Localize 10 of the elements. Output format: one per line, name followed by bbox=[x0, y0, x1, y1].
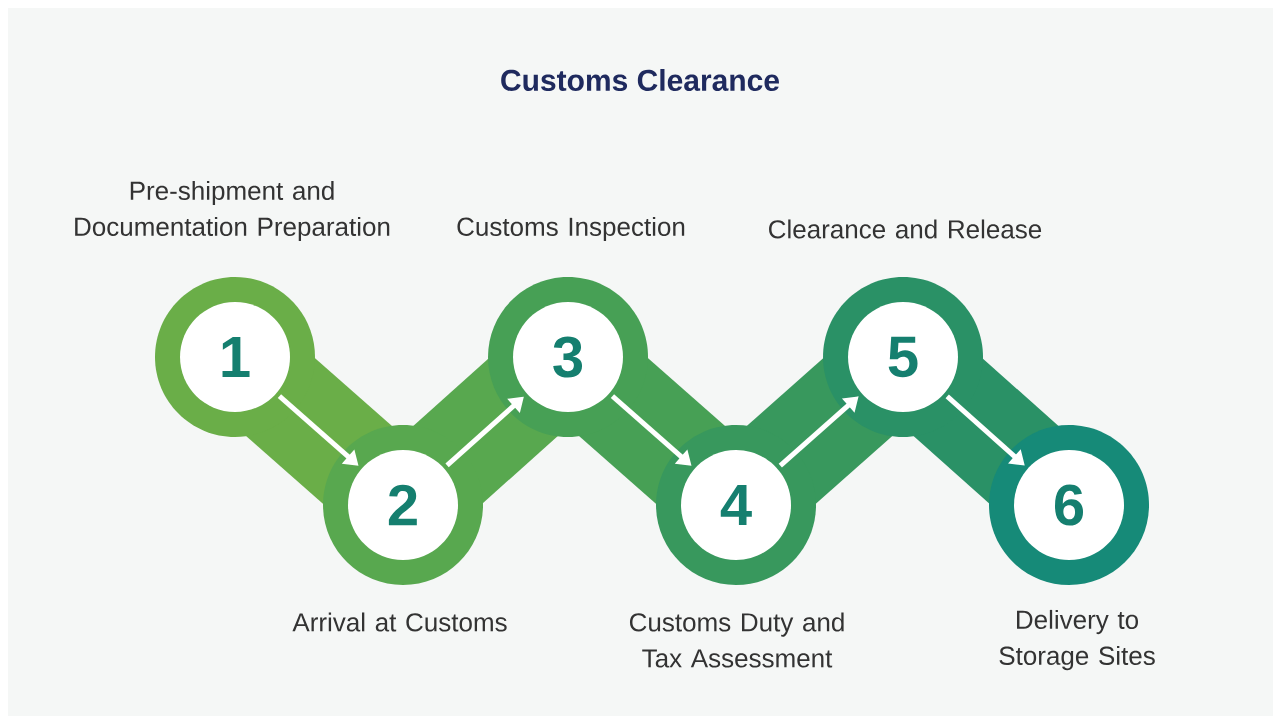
step-label: Pre-shipment and Documentation Preparation bbox=[75, 180, 390, 242]
step-label: Clearance and Release bbox=[769, 219, 1042, 239]
arrow bbox=[778, 396, 859, 468]
step-label: Customs Duty and Tax Assessment bbox=[629, 612, 844, 668]
arrow bbox=[945, 394, 1025, 466]
step-label: Customs Inspection bbox=[457, 216, 685, 242]
title: Customs Clearance bbox=[501, 69, 779, 92]
arrow bbox=[445, 396, 524, 468]
step-label: Delivery to Storage Sites bbox=[999, 609, 1155, 671]
step-label: Arrival at Customs bbox=[292, 612, 507, 632]
